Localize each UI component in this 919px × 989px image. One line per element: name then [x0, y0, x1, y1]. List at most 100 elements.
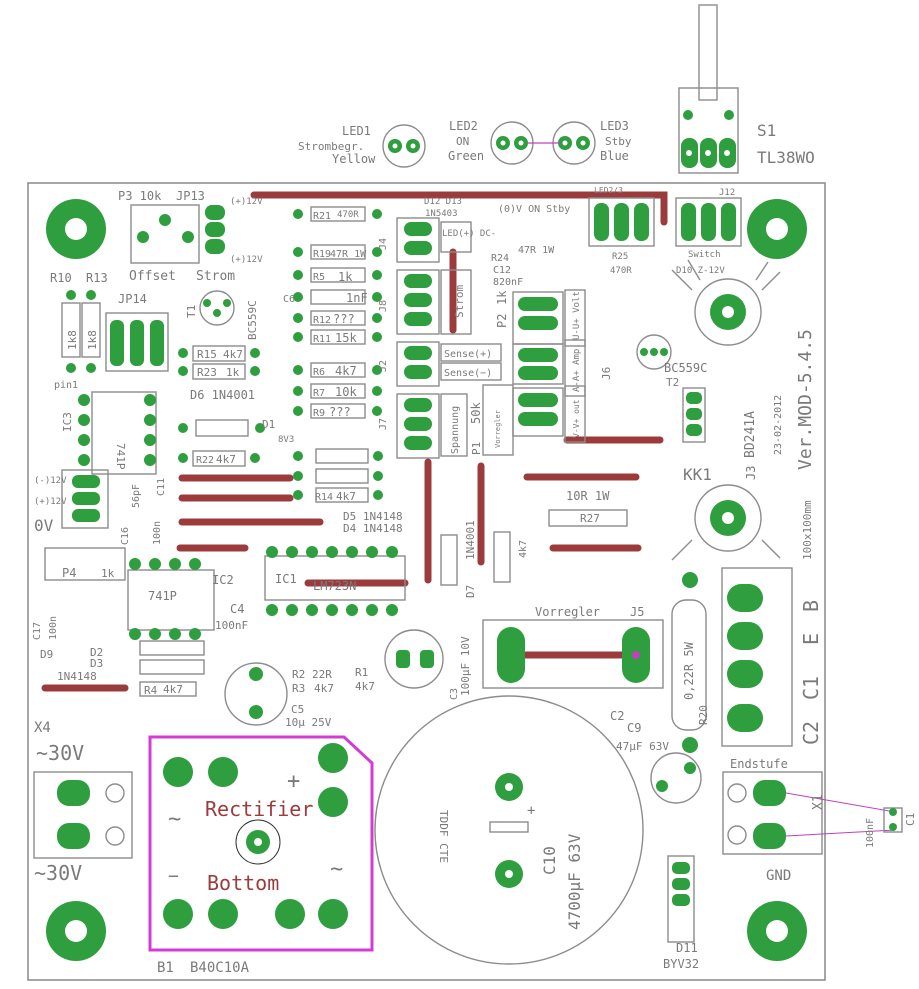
capacitor-c9: C2 C9 47µF 63V: [610, 709, 702, 804]
d8-label: 1N4148: [57, 670, 97, 683]
r3-value: 4k7: [314, 682, 334, 695]
r21-label: R21: [313, 211, 331, 222]
led3: LED3 Stby Blue: [528, 119, 632, 165]
rectifier-label-top: Rectifier: [205, 797, 313, 821]
u-volt-label: U-U+ Volt: [572, 291, 582, 340]
output-c1: C1: [904, 813, 917, 826]
r7-value: 10k: [335, 385, 357, 399]
r19-value: 47R 1W: [330, 249, 367, 260]
c9-value: 47µF 63V: [616, 740, 669, 753]
c10-label: C10: [540, 846, 559, 875]
j12-label: J12: [719, 188, 735, 198]
capacitor-c3: C3 100µF 10V: [384, 629, 472, 700]
led3-ref: LED3: [600, 119, 629, 133]
input-bottom: ~30V: [34, 861, 82, 885]
d3-label: D3: [90, 657, 103, 670]
j4-label: J4: [378, 238, 389, 250]
switch-part: TL38WO: [757, 148, 815, 167]
r21-value: 470R: [337, 210, 359, 220]
c12-value: 820nF: [493, 277, 523, 288]
p1-value: 50k: [469, 402, 483, 424]
c5-label: C5: [291, 703, 304, 716]
rectifier-label-bottom: Bottom: [207, 871, 279, 895]
transistor-t2: BC559C T2: [636, 334, 707, 389]
r19-label: R19: [313, 249, 331, 260]
r2-value: 22R: [312, 668, 332, 681]
led3-color: Blue: [600, 149, 629, 163]
rectifier-plus: +: [287, 769, 300, 794]
endstufe-label: Endstufe: [730, 757, 788, 771]
capacitor-c5: C5 10µ 25V: [224, 662, 332, 729]
d7-value: 1N4001: [464, 520, 477, 560]
ic2-part: 741P: [148, 589, 177, 603]
board-version: Ver.MOD-5.4.5: [795, 329, 816, 470]
j5-label: J5: [630, 605, 644, 619]
n5403-label: 1N5403: [425, 209, 458, 219]
capacitor-c10: + C10 4700µF 63V TDDF CTE: [374, 695, 644, 965]
bd241a-label: BD241A: [743, 411, 758, 458]
strom-small-label: Strom: [453, 285, 466, 318]
ic3-part: 741P: [114, 443, 127, 470]
d5-label: D5 1N4148: [343, 510, 403, 523]
p1-label: P1: [470, 442, 483, 455]
r27-label: R27: [580, 512, 600, 525]
p2-label: P2: [495, 314, 509, 328]
c3-label: C3: [449, 688, 460, 700]
c16-label: C16: [120, 527, 131, 545]
switch-s1: S1 TL38WO: [678, 4, 815, 174]
ic1-label: IC1: [275, 572, 297, 586]
led2-ref: LED2: [449, 119, 478, 133]
d2-label: D2: [90, 646, 103, 659]
led1-ref: LED1: [342, 124, 371, 138]
input-x4: X4 ~30V ~30V: [33, 720, 133, 885]
r25-label: R25: [612, 252, 628, 262]
c2-small-label: C2: [610, 709, 624, 723]
output-cap: 100nF: [865, 818, 876, 848]
minus12-label: (-)12V: [34, 476, 67, 486]
r1-label: R1: [355, 666, 368, 679]
r15-label: R15: [197, 348, 217, 361]
plus12-b-label: (+)12V: [34, 497, 67, 507]
r22-value: 4k7: [216, 453, 236, 466]
kk1-label: KK1: [683, 465, 712, 484]
p2-value: 1k: [495, 290, 509, 305]
led1-function: Strombegr.: [298, 140, 364, 153]
x4-label: X4: [34, 720, 51, 736]
resistors-r10-r13: R10 R13 1k8 1k8: [50, 271, 108, 373]
r9-label: R9: [313, 408, 325, 419]
gnd-label: GND: [766, 868, 791, 884]
j11-label: LED2/3: [594, 186, 623, 195]
b1-part: B40C10A: [190, 960, 250, 976]
r25-value: 470R: [610, 266, 632, 276]
r11-value: 15k: [335, 331, 357, 345]
r5-label: R5: [313, 272, 325, 283]
c11-value: 56pF: [131, 484, 142, 508]
terminals-right: U-U+ Volt A-A+ Amp. V-V+ out J6: [512, 289, 613, 443]
board-date: 23-02-2012: [773, 395, 784, 455]
sense-minus: Sense(−): [444, 368, 492, 379]
d12-d13-label: D12 D13: [424, 197, 462, 207]
r20-label: R20: [697, 705, 710, 725]
spannung-label: Spannung: [450, 406, 461, 454]
block-label-b: B: [799, 600, 823, 612]
sense-plus: Sense(+): [444, 349, 492, 360]
header-j11: LED2/3: [588, 186, 655, 247]
bc559c-label: BC559C: [246, 300, 259, 340]
vorregler-small: Vorregler: [494, 410, 502, 448]
led2: LED2 ON Green: [448, 119, 534, 165]
c10-plus: +: [527, 803, 535, 819]
rectifier-b1: Rectifier Bottom + ~ ~ − B1 B40C10A: [148, 735, 374, 976]
r24-value: 47R 1W: [518, 245, 555, 256]
bc559c2-label: BC559C: [664, 361, 707, 375]
on-stby-label: (0)V ON Stby: [498, 204, 570, 215]
resistor-column-b: R21 470R R19 47R 1W R5 1k C6 1nF R12 ???…: [283, 206, 382, 419]
vorregler: Vorregler J5: [482, 605, 664, 689]
c4-label: C4: [230, 602, 244, 616]
vorregler-label: Vorregler: [535, 605, 600, 619]
strom-label: Strom: [196, 269, 235, 284]
c6-value: 1nF: [346, 291, 368, 305]
d1-label: D1: [262, 418, 275, 431]
d1-value: 8V3: [278, 435, 294, 445]
ov-label: 0V: [34, 516, 54, 535]
